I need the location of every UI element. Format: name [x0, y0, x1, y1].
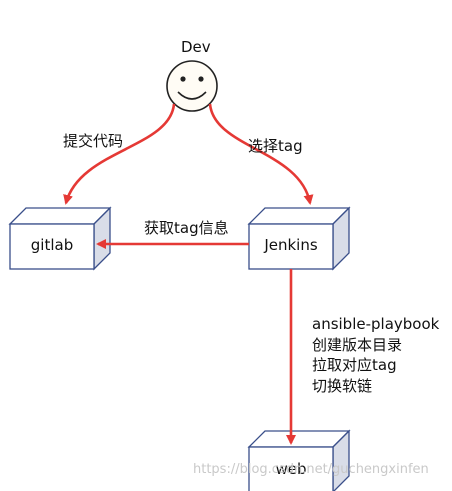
deploy-step: 拉取对应tag — [312, 356, 397, 374]
jenkins-label: Jenkins — [264, 236, 318, 254]
gitlab-box — [8, 206, 112, 271]
jenkins-box — [247, 206, 351, 271]
arrow-dev-to-gitlab — [63, 103, 176, 205]
deploy-step: 切换软链 — [312, 376, 373, 395]
deploy-step: 创建版本目录 — [312, 335, 403, 354]
web-box — [247, 429, 351, 491]
deploy-step: ansible-playbook — [312, 315, 440, 333]
deploy-steps-note: ansible-playbook 创建版本目录 拉取对应tag 切换软链 — [312, 314, 439, 396]
web-label: web — [275, 460, 307, 478]
gitlab-label: gitlab — [30, 236, 74, 254]
edge-label-dev-to-jenkins: 选择tag — [248, 137, 303, 155]
dev-label: Dev — [181, 38, 211, 56]
watermark-text: https://blog.csdn.net/guchengxinfen — [193, 462, 429, 477]
dev-smiley-icon — [166, 60, 218, 112]
arrow-dev-to-jenkins — [208, 103, 314, 205]
edge-label-dev-to-gitlab: 提交代码 — [63, 132, 124, 150]
edge-label-jenkins-to-gitlab: 获取tag信息 — [144, 219, 229, 237]
